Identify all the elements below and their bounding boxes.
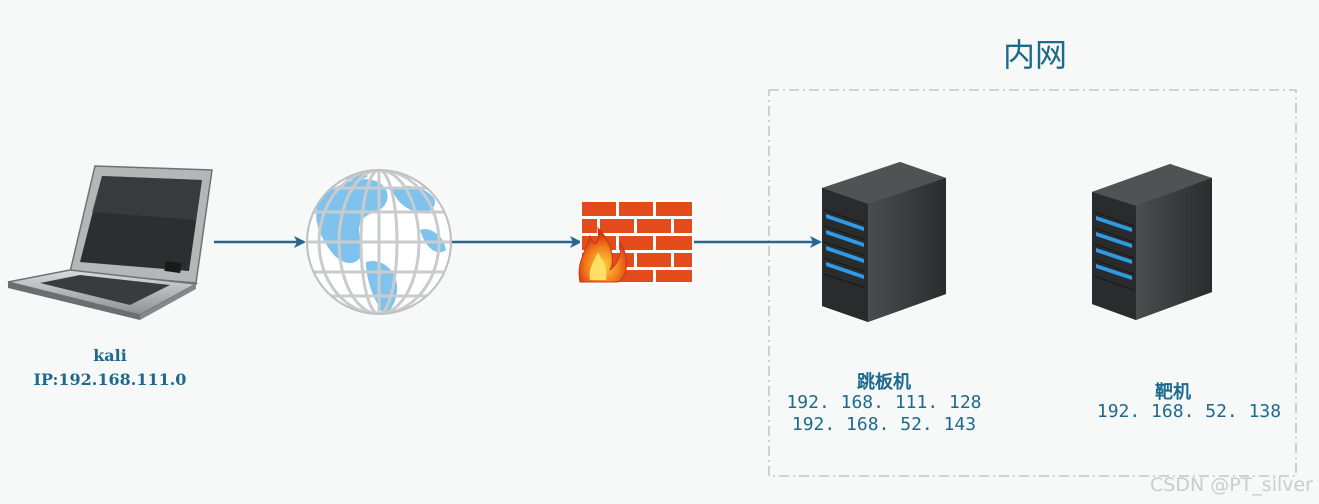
jump-host-ip2-label: 192. 168. 52. 143 xyxy=(791,414,977,435)
server-icon xyxy=(822,162,946,322)
laptop-icon xyxy=(7,165,213,320)
jump-host-name-label: 跳板机 xyxy=(857,372,911,393)
internal-network-zone xyxy=(768,89,1297,477)
watermark: CSDN @PT_silver xyxy=(1150,474,1313,496)
jump-host-ip1-label: 192. 168. 111. 128 xyxy=(786,392,982,413)
internal-network-title: 内网 xyxy=(1002,36,1067,74)
target-name-label: 靶机 xyxy=(1155,382,1191,403)
firewall-icon xyxy=(578,200,694,284)
kali-name-label: kali xyxy=(93,346,127,365)
server-icon xyxy=(1092,164,1212,320)
globe-icon xyxy=(306,169,452,315)
target-ip-label: 192. 168. 52. 138 xyxy=(1096,401,1282,422)
kali-ip-label: IP:192.168.111.0 xyxy=(33,370,187,389)
